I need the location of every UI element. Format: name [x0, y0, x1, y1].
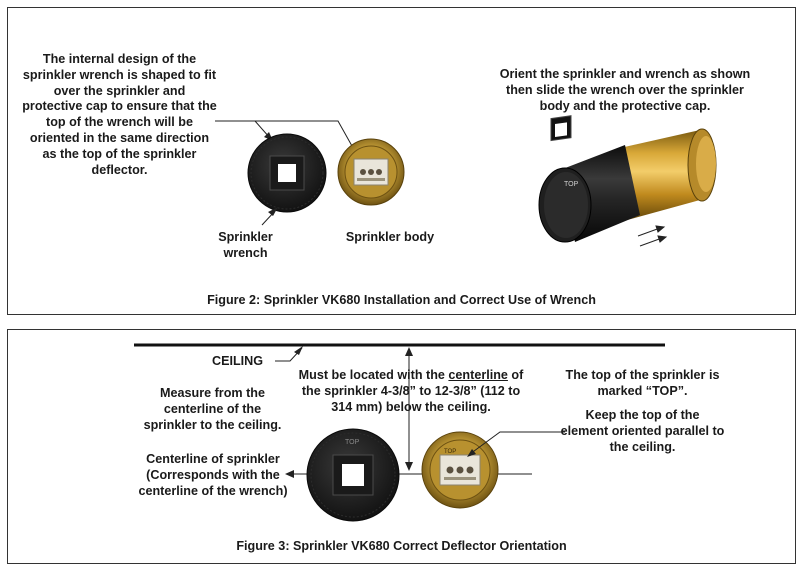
sprinkler-wrench-label-line2: wrench	[223, 245, 268, 260]
slide-direction-arrows	[637, 225, 668, 247]
wrench-top-marking-fig3: TOP	[345, 439, 360, 446]
wrench-end-view	[247, 133, 327, 213]
sprinkler-body-label: Sprinkler body	[345, 230, 435, 244]
sprinkler-top-marking-fig3: TOP	[444, 449, 456, 455]
wrench-on-sprinkler-illustration	[538, 115, 717, 243]
figure-3-panel	[7, 329, 796, 564]
measure-note: Measure from the centerline of the sprin…	[143, 386, 282, 432]
top-marked-note: The top of the sprinkler is marked “TOP”…	[565, 368, 720, 398]
wrench-note-leader	[215, 120, 353, 147]
keep-parallel-note: Keep the top of the element oriented par…	[560, 408, 725, 454]
location-requirement-note: Must be located with the centerline of t…	[292, 368, 530, 415]
wrench-design-note: The internal design of the sprinkler wre…	[22, 52, 217, 177]
wrench-end-view-fig3	[306, 428, 400, 522]
orient-note: Orient the sprinkler and wrench as shown…	[499, 67, 751, 113]
location-underlined: centerline	[448, 368, 508, 382]
top-note-leader	[469, 431, 565, 455]
iso-top-marking: TOP	[564, 181, 579, 188]
location-rest: of the sprinkler 4-3/8” to 12-3/8” (112 …	[301, 368, 524, 414]
ceiling-label: CEILING	[212, 354, 264, 368]
sprinkler-wrench-label: Sprinkler wrench	[198, 230, 293, 262]
sprinkler-wrench-label-line1: Sprinkler	[218, 230, 273, 244]
figure-2-caption: Figure 2: Sprinkler VK680 Installation a…	[207, 293, 596, 307]
figure-3-caption: Figure 3: Sprinkler VK680 Correct Deflec…	[236, 539, 567, 553]
sprinkler-end-view-fig3	[421, 431, 499, 509]
location-prefix: Must be located with the	[298, 368, 449, 382]
centerline-note: Centerline of sprinkler (Corresponds wit…	[138, 452, 288, 498]
sprinkler-body-end-view	[337, 138, 405, 206]
